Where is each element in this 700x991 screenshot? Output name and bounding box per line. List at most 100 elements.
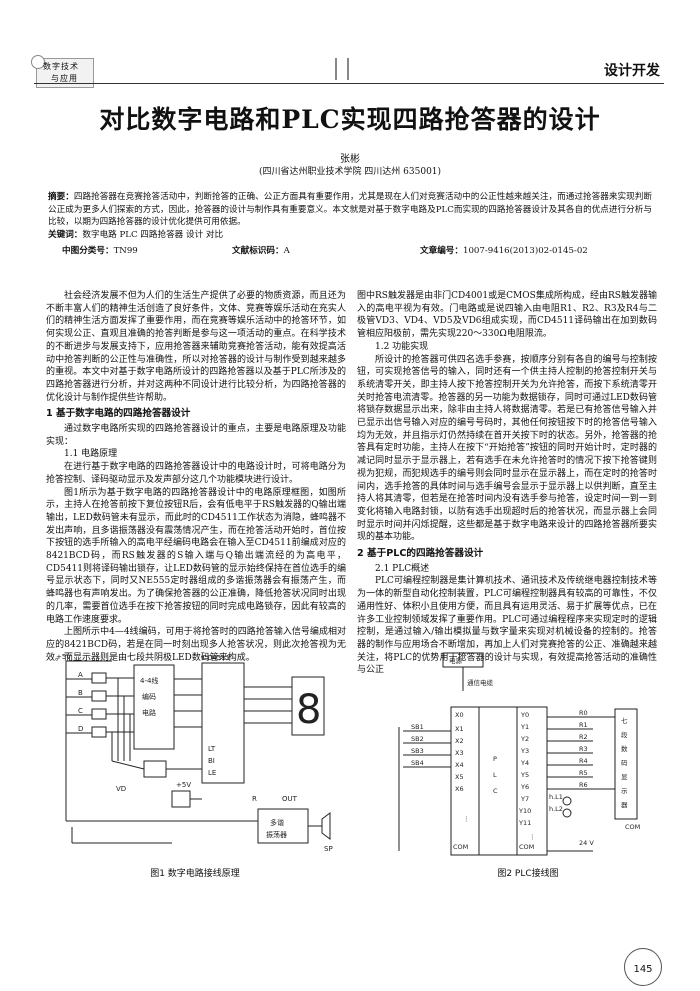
fig2-disp-5: 示 [621,787,628,795]
fig1-r: R [252,795,257,803]
seven-segment-display-icon: 8 [296,687,321,733]
fig2-y1: Y1 [520,723,529,731]
clc-number: 中图分类号：TN99 [62,246,138,256]
fig1-lt: LT [208,745,216,753]
paragraph: PLC可编程控制器是集计算机技术、通讯技术及传统继电器控制技术等为一体的新型自动… [357,576,657,676]
fig1-enc3: 电路 [142,708,156,717]
figure-2-caption: 图2 PLC接线图 [497,869,559,879]
fig1-vcc: +5V [56,653,71,661]
fig2-hl1: h.L1 [549,793,563,801]
affiliation: (四川省达州职业技术学院 四川达州 635001) [258,167,442,177]
fig2-p: P [493,755,497,763]
fig2-sb2: SB2 [411,735,424,743]
fig2-comm: 通信电缆 [467,678,494,687]
fig2-dots-left: ⋮ [463,815,470,823]
paragraph: 社会经济发展不但为人们的生活生产提供了必要的物质资源，而且还为不断丰富人们的精神… [46,291,346,403]
fig1-vd: VD [116,785,126,793]
fig2-com-display: COM [625,823,640,831]
paragraph: 图1所示为基于数字电路的四路抢答器设计中的电路原理框图，如图所示，主持人在抢答前… [46,487,346,625]
fig2-y6: Y6 [520,783,529,791]
figure-2-plc-wiring: 电源 通信电缆 SB1 SB2 SB3 SB4 X0 X1 X2 X3 X4 X… [398,652,640,856]
abstract: 摘要：四路抢答器在竞赛抢答活动中，判断抢答的正确、公正方面具有重要作用，尤其是现… [48,191,652,241]
header-rule [34,83,664,84]
keywords-label: 关键词： [48,229,83,240]
logo-circle-icon [31,55,45,69]
fig1-out: OUT [282,795,298,803]
fig1-le: LE [208,769,216,777]
fig1-in-a: A [78,671,83,679]
logo-line-1: 数字技术 [43,62,79,71]
paragraph: 所设计的抢答器可供四名选手参赛，按顺序分别有各自的编号与控制按钮，可实现抢答信号… [357,354,657,543]
subsection-heading-2-1: 2.1 PLC概述 [375,563,430,574]
paragraph: 在进行基于数字电路的四路抢答器设计中的电路设计时，可将电路分为抢答控制、译码驱动… [46,462,346,485]
fig1-osc1: 多谐 [270,818,284,827]
fig2-c: C [493,787,498,795]
fig2-r2: R2 [579,733,588,741]
fig2-24v: 24 V [579,839,594,847]
fig2-y3: Y3 [520,747,529,755]
fig2-disp-3: 码 [621,759,628,767]
logo-line-2: 与应用 [51,74,78,83]
fig2-dots-right: ⋮ [529,833,536,841]
fig2-r4: R4 [579,757,588,765]
fig2-disp-0: 七 [621,716,628,725]
fig2-disp-4: 显 [621,773,628,781]
paragraph: 上图所示中4—4线编码，可用于将抢答时的四路抢答输入信号编成相对应的8421BC… [46,627,346,663]
section-label: 设计开发 [604,63,660,79]
article-number: 文章编号：1007-9416(2013)02-0145-02 [420,246,588,256]
fig2-x6: X6 [455,785,464,793]
abstract-text: 四路抢答器在竞赛抢答活动中，判断抢答的正确、公正方面具有重要作用，尤其是现在人们… [48,192,652,227]
fig2-power: 电源 [449,656,463,665]
header-divider-mark [335,58,349,80]
fig2-r3: R3 [579,745,588,753]
author: 张彬 [340,154,360,165]
figure-1-caption: 图1 数字电路接线原理 [150,869,240,879]
fig2-disp-2: 数 [621,744,628,753]
fig2-y10: Y10 [518,807,531,815]
fig2-y5: Y5 [520,771,529,779]
fig2-sb4: SB4 [411,759,424,767]
fig2-y4: Y4 [520,759,529,767]
figure-1-schematic: +5V CD4511 4-4线 编码 电路 A B C D LT BI LE V… [56,653,333,853]
abstract-label: 摘要： [48,192,74,202]
fig1-in-d: D [78,725,83,733]
fig1-sp: SP [324,845,333,853]
fig2-r6: R6 [579,781,588,789]
keywords: 数字电路 PLC 四路抢答器 设计 对比 [82,229,224,240]
fig1-in-c: C [78,707,83,715]
fig1-bi: BI [208,757,215,765]
fig2-r0: R0 [579,709,588,717]
fig1-enc2: 编码 [142,692,156,701]
fig2-y0: Y0 [520,711,529,719]
fig1-enc1: 4-4线 [140,676,158,685]
fig2-x5: X5 [455,773,464,781]
fig1-osc2: 振荡器 [266,830,287,839]
fig2-l: L [493,771,497,779]
fig2-y11: Y11 [518,819,531,827]
subsection-heading-1-2: 1.2 功能实现 [375,341,429,352]
fig2-com-in: COM [453,843,468,851]
section-heading-1: 1 基于数字电路的四路抢答器设计 [46,408,191,420]
right-column: 图中RS触发器是由非门CD4001或是CMOS集成所构成，经由RS触发器输入的高… [357,290,657,677]
fig2-x2: X2 [455,737,464,745]
fig2-disp-6: 器 [621,801,628,809]
paragraph: 图中RS触发器是由非门CD4001或是CMOS集成所构成，经由RS触发器输入的高… [357,291,657,340]
left-column: 社会经济发展不但为人们的生活生产提供了必要的物质资源，而且还为不断丰富人们的精神… [46,290,346,664]
fig2-sb1: SB1 [411,723,424,731]
fig2-x3: X3 [455,749,464,757]
section-heading-2: 2 基于PLC的四路抢答器设计 [357,548,484,560]
fig1-in-b: B [78,689,83,697]
fig2-y2: Y2 [520,735,529,743]
fig2-hl2: h.L2 [549,805,563,813]
article-title: 对比数字电路和PLC实现四路抢答器的设计 [99,105,601,134]
fig2-y7: Y7 [520,795,529,803]
fig2-x0: X0 [455,711,464,719]
fig2-disp-1: 段 [621,730,628,739]
subsection-heading-1-1: 1.1 电路原理 [64,449,118,460]
document-code: 文献标识码：A [232,246,290,256]
page-number: 145 [624,948,662,986]
fig2-x1: X1 [455,725,464,733]
fig1-plus5v: +5V [176,781,191,789]
fig2-r1: R1 [579,721,588,729]
fig2-com-out: COM [519,843,534,851]
